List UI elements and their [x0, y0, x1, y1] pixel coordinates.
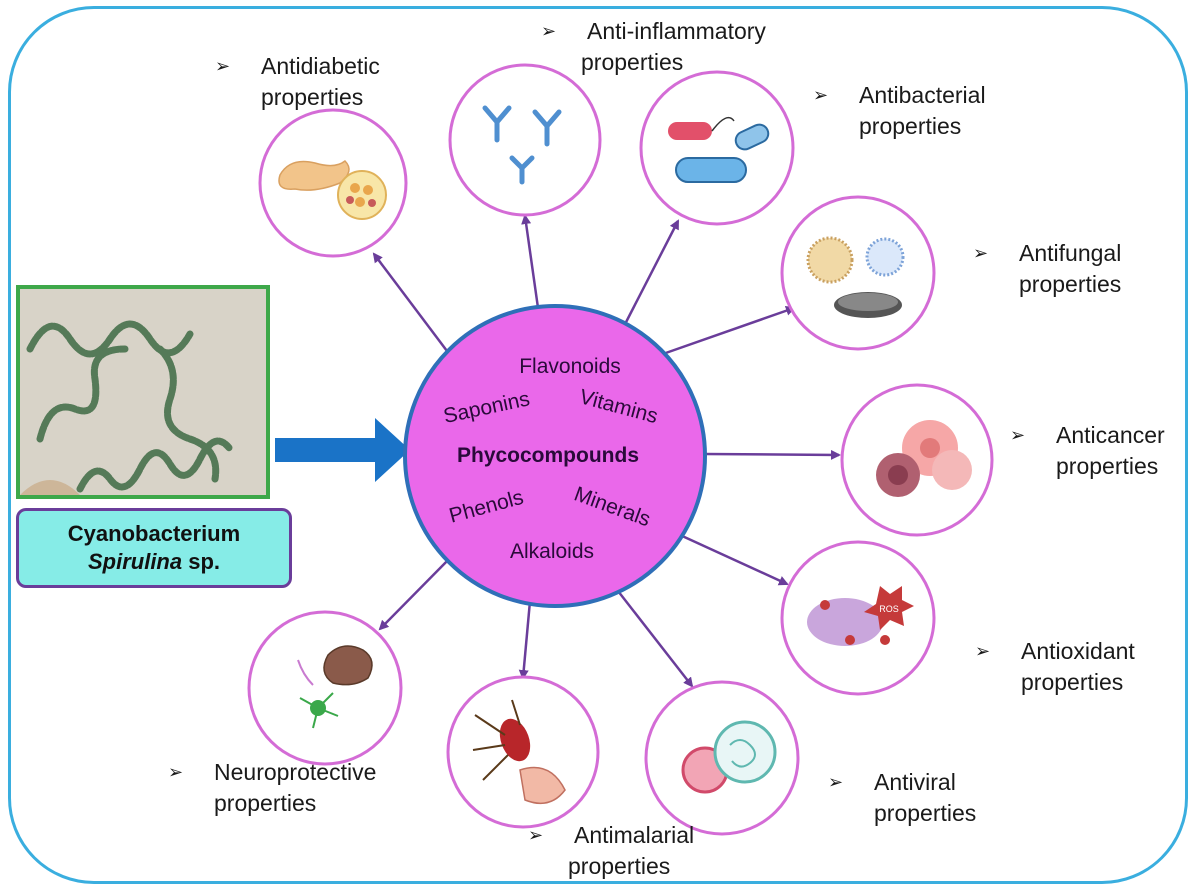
label-antiviral: ➢ Antiviral properties	[828, 767, 976, 829]
bullet-arrow-icon: ➢	[973, 243, 989, 263]
label-line1: Anti-inflammatory	[587, 18, 766, 44]
bullet-arrow-icon: ➢	[541, 21, 557, 41]
label-antidiabetic: ➢ Antidiabetic properties	[215, 51, 380, 113]
arrow-antiviral	[610, 581, 694, 688]
center-title: Phycocompounds	[457, 444, 639, 467]
compound-alkaloids: Alkaloids	[510, 540, 594, 563]
label-line2: properties	[581, 49, 684, 75]
label-line2: properties	[1056, 453, 1159, 479]
label-antibacterial: ➢ Antibacterial properties	[813, 80, 986, 142]
label-line1: Antidiabetic	[261, 53, 380, 79]
cancer-cell-icon	[840, 383, 994, 537]
species-label-box: Cyanobacterium Spirulina sp.	[16, 508, 292, 588]
label-line1: Antioxidant	[1021, 638, 1135, 664]
label-line2: properties	[859, 113, 962, 139]
bullet-arrow-icon: ➢	[975, 641, 991, 661]
property-icons: ROS	[247, 63, 994, 836]
label-anti-inflammatory: ➢ Anti-inflammatory properties	[541, 16, 766, 78]
bullet-arrow-icon: ➢	[215, 56, 231, 76]
label-line1: Anticancer	[1056, 422, 1165, 448]
species-line2: Spirulina sp.	[19, 548, 289, 576]
bullet-arrow-icon: ➢	[813, 85, 829, 105]
pancreas-icon	[258, 108, 408, 258]
source-to-center-arrow	[275, 418, 410, 482]
species-line1: Cyanobacterium	[67, 521, 241, 546]
spirulina-micrograph	[16, 285, 270, 499]
virus-icon	[644, 680, 800, 836]
label-line2: properties	[1021, 669, 1124, 695]
arrow-antidiabetic	[372, 252, 451, 356]
label-anticancer: ➢ Anticancer properties	[1010, 420, 1165, 482]
label-neuroprotective: ➢ Neuroprotective properties	[168, 757, 376, 819]
label-line2: properties	[568, 853, 671, 879]
arrow-anti-inflammatory	[521, 214, 542, 323]
label-antifungal: ➢ Antifungal properties	[973, 238, 1121, 300]
ros-icon: ROS	[780, 540, 936, 696]
label-line2: properties	[1019, 271, 1122, 297]
bacteria-icon	[639, 70, 795, 226]
arrow-antibacterial	[620, 219, 680, 331]
mosquito-icon	[446, 675, 600, 829]
bullet-arrow-icon: ➢	[528, 825, 544, 845]
brain-neuron-icon	[247, 610, 403, 766]
species-suffix: sp.	[182, 549, 221, 574]
label-line2: properties	[214, 790, 317, 816]
arrow-neuroprotective	[378, 554, 454, 631]
label-antimalarial: ➢ Antimalarial properties	[528, 820, 694, 882]
bullet-arrow-icon: ➢	[1010, 425, 1026, 445]
arrow-antifungal	[659, 305, 796, 357]
label-line1: Antibacterial	[859, 82, 986, 108]
label-antioxidant: ➢ Antioxidant properties	[975, 636, 1135, 698]
label-line1: Neuroprotective	[214, 759, 377, 785]
label-line2: properties	[261, 84, 364, 110]
antibody-icon	[448, 63, 602, 217]
species-genus: Spirulina	[87, 549, 183, 574]
label-line2: properties	[874, 800, 977, 826]
arrow-anticancer	[703, 449, 841, 460]
label-line1: Antimalarial	[574, 822, 695, 848]
compound-flavonoids: Flavonoids	[519, 355, 621, 378]
label-line1: Antifungal	[1019, 240, 1122, 266]
diagram-frame	[8, 6, 1188, 884]
center-node: Flavonoids Saponins Vitamins Phycocompou…	[403, 304, 707, 608]
fungi-icon	[780, 195, 936, 351]
arrow-antioxidant	[679, 533, 789, 586]
label-line1: Antiviral	[874, 769, 956, 795]
spirulina-filaments	[20, 289, 266, 495]
bullet-arrow-icon: ➢	[168, 762, 184, 782]
bullet-arrow-icon: ➢	[828, 772, 844, 792]
svg-text:ROS: ROS	[879, 604, 899, 614]
